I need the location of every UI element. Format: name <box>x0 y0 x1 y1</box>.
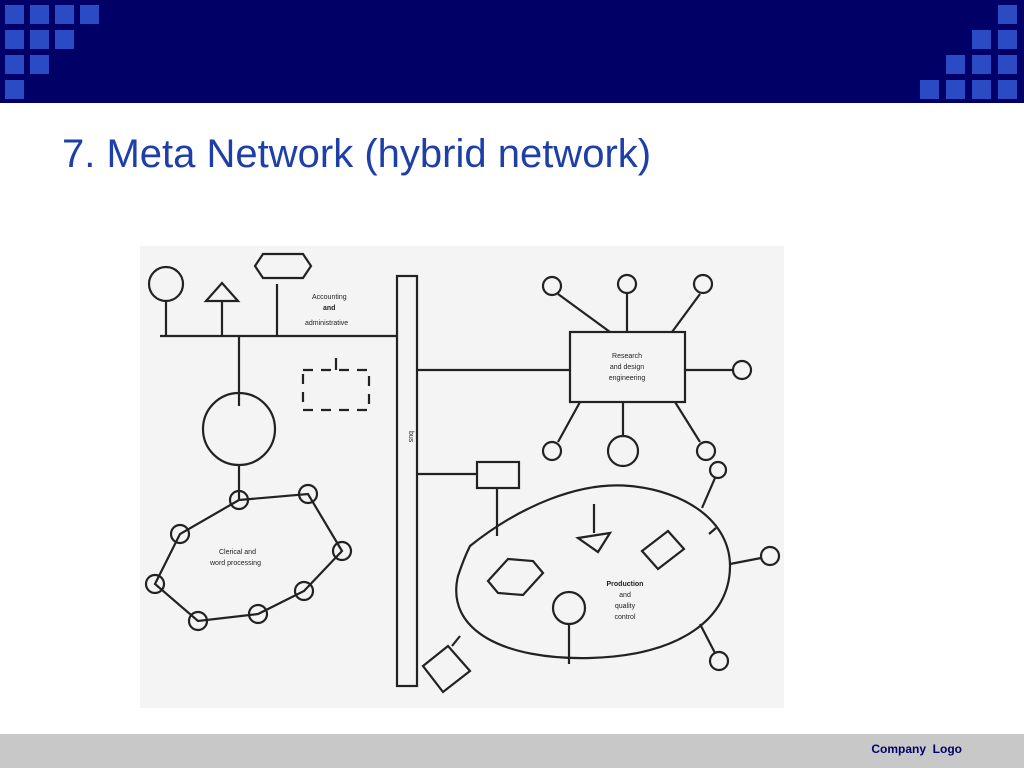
label-accounting: Accounting <box>312 294 347 301</box>
clerical-ring <box>153 492 344 623</box>
node-square <box>640 529 686 571</box>
production-ring <box>455 484 732 660</box>
company-logo-text: Company Logo <box>871 742 962 756</box>
node-hexagon <box>253 252 313 280</box>
node-triangle <box>203 281 241 303</box>
label-production: Production <box>607 581 644 588</box>
node-hexagon <box>486 557 545 597</box>
label-administrative: administrative <box>305 320 348 327</box>
header-square-pattern <box>5 5 1017 99</box>
label-research-design: and design <box>610 364 644 371</box>
node-square <box>421 644 472 694</box>
label-production-quality: quality <box>615 603 636 610</box>
meta-network-diagram: Accounting and administrative Research a… <box>140 246 784 708</box>
network-diagram-svg: Accounting and administrative Research a… <box>144 252 781 694</box>
production-access-box <box>475 460 521 490</box>
header-bar <box>0 0 1024 103</box>
dashed-box <box>301 368 371 412</box>
node-circle <box>147 265 185 303</box>
label-research: Research <box>612 353 642 360</box>
label-bus: bus <box>407 431 414 443</box>
label-research-engineering: engineering <box>609 375 646 382</box>
slide-title: 7. Meta Network (hybrid network) <box>62 132 652 176</box>
label-production-and: and <box>619 592 631 599</box>
label-word-processing: word processing <box>209 560 261 567</box>
footer-bar: Company Logo <box>0 734 1024 768</box>
label-production-control: control <box>614 614 635 621</box>
node-triangle <box>575 531 613 554</box>
label-and: and <box>323 305 335 312</box>
bus-backbone <box>395 274 419 688</box>
label-clerical: Clerical and <box>219 549 256 556</box>
